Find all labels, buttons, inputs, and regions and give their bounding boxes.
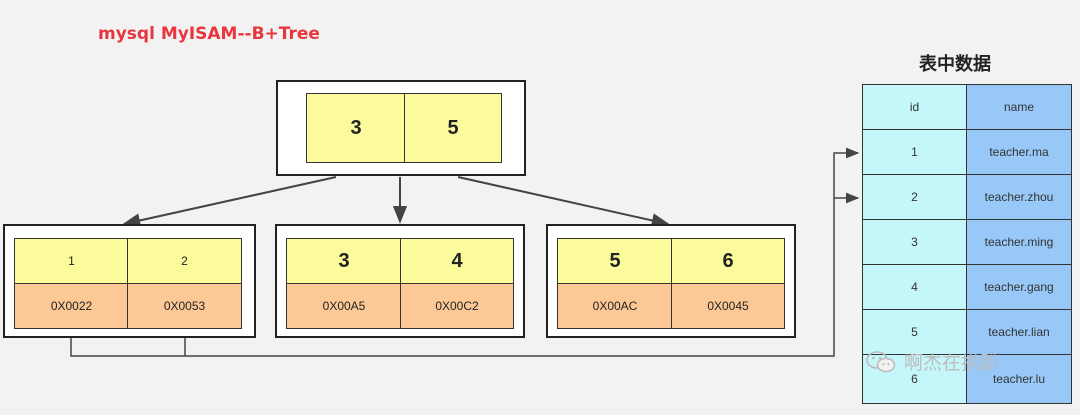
table-header-id: id — [862, 84, 967, 130]
table-cell-name: teacher.lu — [966, 354, 1072, 404]
table-cell-id: 3 — [862, 219, 967, 265]
watermark-text: 啊杰在拱趴 — [904, 352, 1000, 374]
pointer-to-row1-line — [70, 147, 860, 357]
root-key-cell: 3 — [306, 93, 406, 163]
leaf-key-cell: 3 — [286, 238, 402, 284]
leaf-key-cell: 1 — [14, 238, 129, 284]
wechat-icon — [866, 350, 896, 372]
leaf-pointer-cell: 0X0022 — [14, 283, 129, 329]
watermark: 啊杰在拱趴 — [866, 348, 999, 375]
root-key-cell: 5 — [404, 93, 502, 163]
table-cell-name: teacher.ming — [966, 219, 1072, 265]
leaf-node: 1 2 0X0022 0X0053 — [3, 224, 256, 338]
leaf-key-cell: 4 — [400, 238, 514, 284]
leaf-pointer-cell: 0X00C2 — [400, 283, 514, 329]
table-cell-name: teacher.gang — [966, 264, 1072, 310]
root-to-leaf1-arrow — [122, 176, 337, 228]
leaf-pointer-cell: 0X00AC — [557, 283, 673, 329]
leaf-node: 5 6 0X00AC 0X0045 — [546, 224, 796, 338]
root-to-leaf3-arrow — [457, 176, 670, 228]
leaf-key-cell: 6 — [671, 238, 785, 284]
table-title: 表中数据 — [919, 54, 991, 75]
leaf-pointer-cell: 0X0045 — [671, 283, 785, 329]
table-cell-name: teacher.lian — [966, 309, 1072, 355]
leaf-pointer-cell: 0X00A5 — [286, 283, 402, 329]
table-header-name: name — [966, 84, 1072, 130]
table-cell-name: teacher.ma — [966, 129, 1072, 175]
leaf-node: 3 4 0X00A5 0X00C2 — [275, 224, 525, 338]
table-cell-name: teacher.zhou — [966, 174, 1072, 220]
leaf-pointer-cell: 0X0053 — [127, 283, 242, 329]
table-cell-id: 2 — [862, 174, 967, 220]
leaf-key-cell: 2 — [127, 238, 242, 284]
table-cell-id: 4 — [862, 264, 967, 310]
table-cell-id: 1 — [862, 129, 967, 175]
leaf-key-cell: 5 — [557, 238, 673, 284]
data-table: id name 1 teacher.ma 2 teacher.zhou 3 te… — [862, 84, 1072, 404]
diagram-title: mysql MyISAM--B+Tree — [98, 24, 320, 44]
root-node: 3 5 — [276, 80, 526, 176]
